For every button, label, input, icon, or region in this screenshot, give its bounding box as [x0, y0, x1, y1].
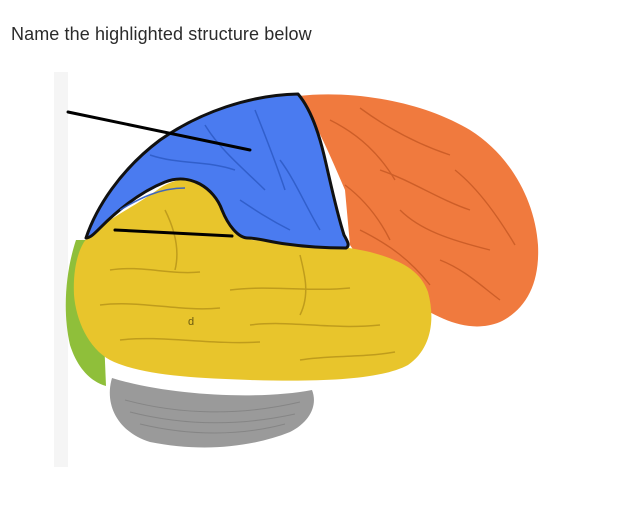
- frontal-lobe-highlighted: [84, 92, 350, 250]
- parietal-lobe: [298, 94, 539, 327]
- pointer-line-highlighted: [66, 110, 252, 152]
- temporal-lobe: [73, 179, 432, 381]
- question-prompt: Name the highlighted structure below: [11, 24, 312, 44]
- pointer-line-secondary: [113, 228, 234, 238]
- background-strip: [54, 72, 68, 467]
- region-label-d: d: [188, 316, 194, 328]
- brain-model-image: d: [54, 72, 539, 467]
- brain-figure: d: [0, 60, 638, 517]
- cerebellum: [109, 378, 314, 448]
